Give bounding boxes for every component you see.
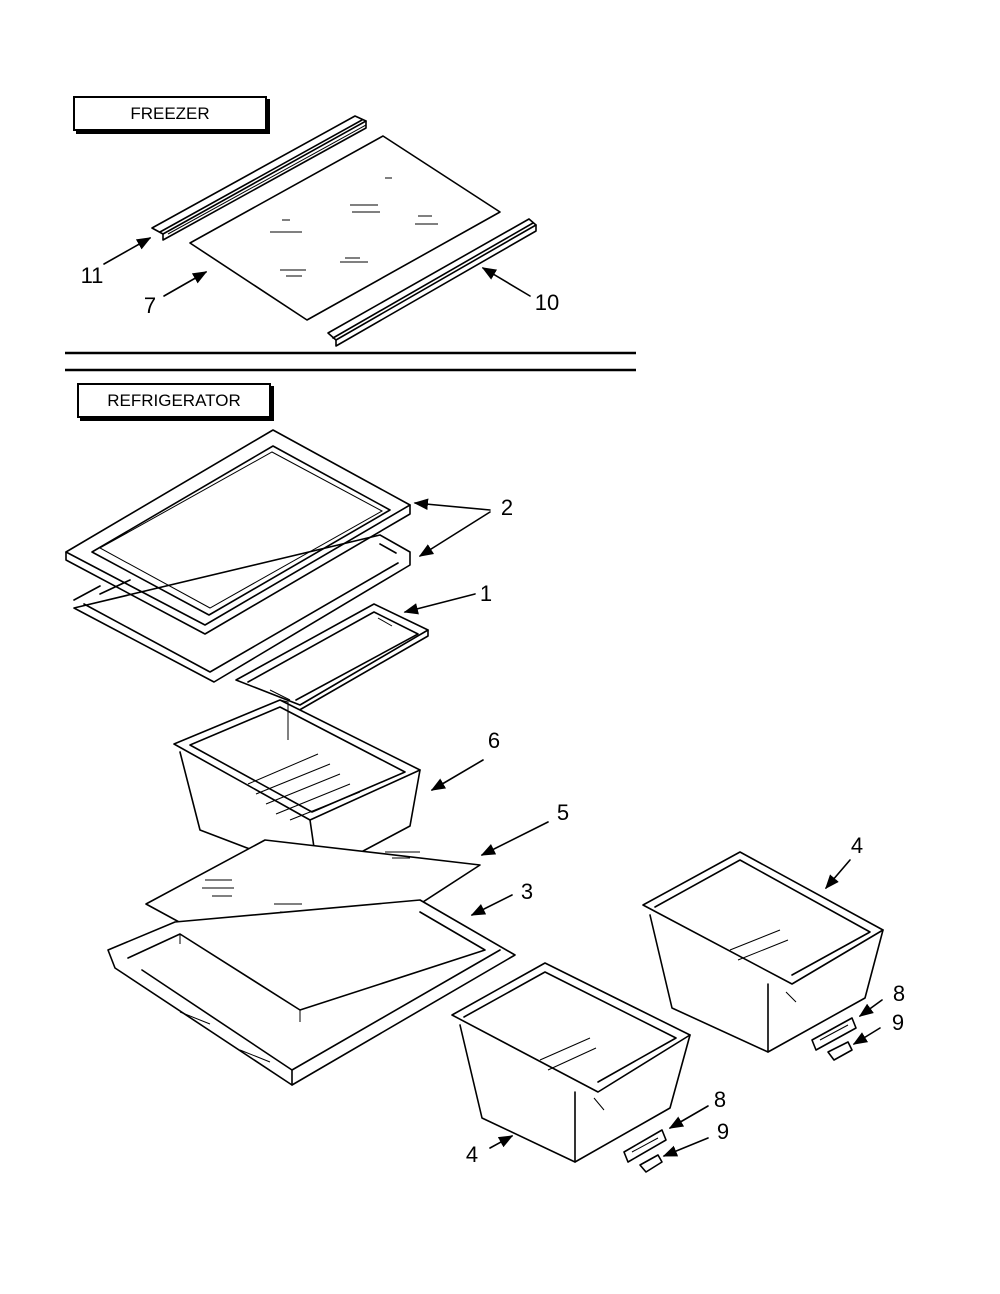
refrigerator-section-label: REFRIGERATOR	[77, 383, 271, 418]
leader-10	[481, 267, 531, 297]
leader-8-left	[668, 1105, 709, 1129]
humidity-cover-9-right	[827, 1041, 853, 1061]
leader-9-left	[662, 1137, 709, 1157]
callout-4-right: 4	[850, 833, 864, 858]
leader-2a	[413, 498, 491, 511]
callout-9-left: 9	[716, 1119, 730, 1144]
humidity-slide-8-left	[623, 1129, 667, 1163]
freezer-glass-shelf	[189, 135, 501, 321]
leader-11	[103, 237, 152, 265]
leader-5	[480, 821, 549, 856]
freezer-section-label: FREEZER	[73, 96, 267, 131]
leader-1	[403, 593, 476, 615]
leader-3	[470, 894, 513, 916]
shelf-glass-frame-2	[65, 429, 411, 635]
callout-9-right: 9	[891, 1010, 905, 1035]
freezer-rear-trim-strip	[151, 115, 367, 241]
crisper-drawer-4-right	[642, 851, 884, 1053]
callout-3: 3	[520, 879, 534, 904]
meat-pan-6	[173, 699, 421, 876]
callout-5: 5	[556, 800, 570, 825]
callout-2: 2	[500, 495, 514, 520]
leader-4-left	[489, 1135, 514, 1149]
callout-11: 11	[80, 263, 104, 288]
shelf-slide-rail-1	[235, 603, 429, 713]
leader-4-right	[825, 859, 851, 890]
callout-10: 10	[534, 290, 560, 315]
freezer-label-text: FREEZER	[130, 103, 210, 123]
crisper-drawer-4-left	[451, 962, 691, 1163]
humidity-cover-9-left	[639, 1154, 663, 1173]
callout-7: 7	[143, 293, 157, 318]
freezer-front-trim-strip	[327, 218, 537, 347]
humidity-slide-8-right	[811, 1017, 857, 1051]
leader-2b	[418, 511, 491, 557]
callout-4-left: 4	[465, 1142, 479, 1167]
callout-8-left: 8	[713, 1087, 727, 1112]
leader-9-right	[852, 1027, 881, 1045]
leader-6	[430, 759, 484, 791]
leader-7	[163, 271, 208, 297]
callout-6: 6	[487, 728, 501, 753]
shelf-lower-frame-2	[73, 534, 411, 683]
crisper-cover-frame-3	[107, 899, 516, 1086]
leader-8-right	[858, 999, 883, 1017]
callout-8-right: 8	[892, 981, 906, 1006]
callout-1: 1	[479, 581, 493, 606]
refrigerator-label-text: REFRIGERATOR	[107, 390, 241, 410]
